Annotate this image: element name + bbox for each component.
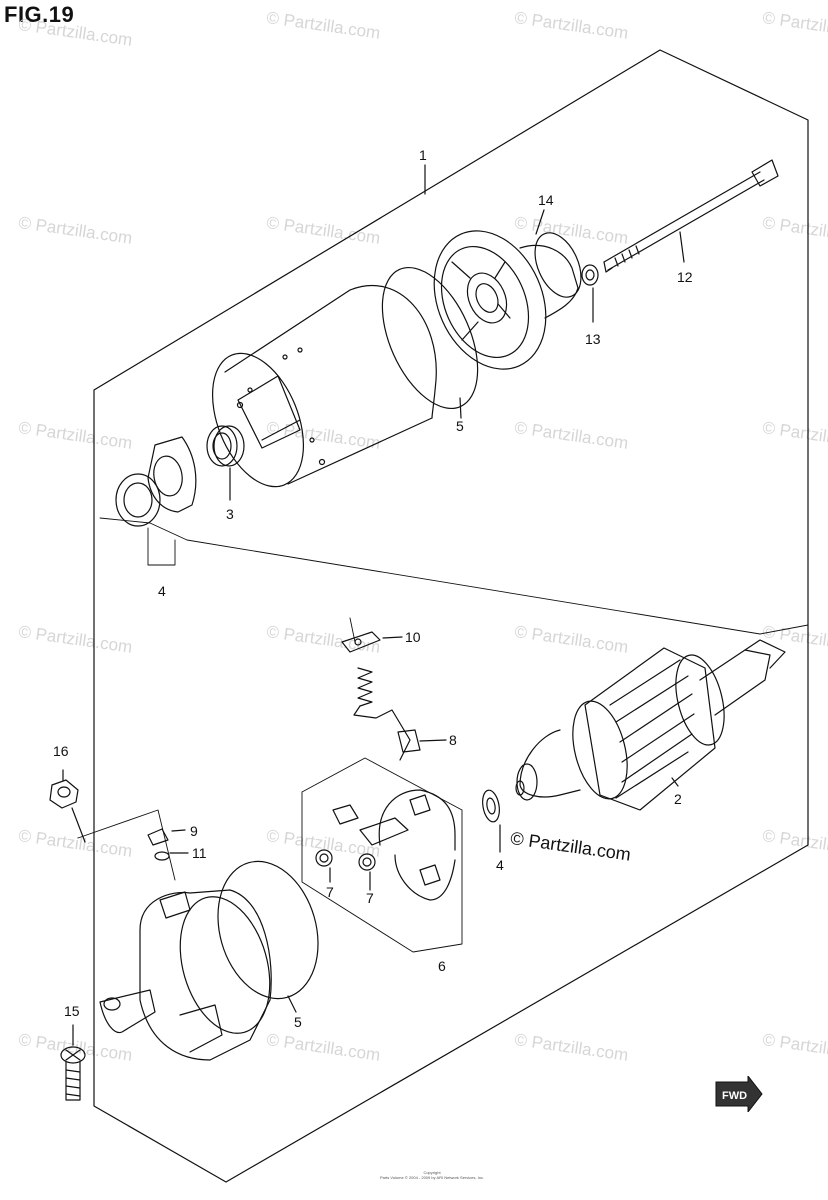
copyright-line: Copyright (423, 1170, 441, 1175)
callout-14: 14 (538, 192, 554, 208)
motor-yoke (211, 284, 437, 488)
thrust-plate (147, 436, 197, 513)
callout-1: 1 (419, 147, 427, 163)
callout-2: 2 (674, 791, 682, 807)
callout-12: 12 (677, 269, 693, 285)
callout-11: 11 (192, 845, 207, 861)
screw (60, 1046, 86, 1101)
callout-9: 9 (190, 823, 198, 839)
o-ring (381, 266, 479, 410)
callout-5: 5 (294, 1014, 302, 1030)
copyright-line: Parts Volume © 2004 - 2009 by ARI Networ… (379, 1175, 485, 1180)
through-bolt (603, 159, 779, 273)
callout-7: 7 (366, 890, 374, 906)
callout-10: 10 (405, 629, 421, 645)
fwd-arrow-badge: FWD (714, 1074, 764, 1117)
callout-16: 16 (53, 743, 69, 759)
brush-spring (357, 667, 373, 707)
callout-6: 6 (438, 958, 446, 974)
end-cover (99, 889, 272, 1061)
callout-15: 15 (64, 1003, 80, 1019)
terminal-bracket (147, 828, 169, 846)
callout-4: 4 (158, 583, 166, 599)
o-ring (534, 232, 582, 298)
rear-cover (433, 230, 579, 370)
bearing (206, 425, 245, 467)
carbon-brush (397, 729, 421, 753)
callout-8: 8 (449, 732, 457, 748)
callout-3: 3 (226, 506, 234, 522)
callout-13: 13 (585, 331, 601, 347)
terminal-plate (341, 631, 381, 653)
callout-7: 7 (326, 884, 334, 900)
copyright-note: Copyright Parts Volume © 2004 - 2009 by … (352, 1170, 512, 1180)
fwd-label: FWD (722, 1090, 747, 1102)
callout-4: 4 (496, 857, 504, 873)
washer (482, 789, 500, 823)
washer (581, 264, 599, 286)
flange-nut (49, 779, 79, 809)
washer (115, 473, 161, 527)
armature (515, 639, 786, 811)
washer (154, 851, 170, 861)
figure-title: FIG.19 (4, 2, 75, 27)
o-ring (217, 860, 319, 1000)
brush-holder-assembly (301, 757, 463, 953)
section-divider (99, 517, 809, 635)
assembly-outline (93, 49, 809, 1183)
callout-5: 5 (456, 418, 464, 434)
